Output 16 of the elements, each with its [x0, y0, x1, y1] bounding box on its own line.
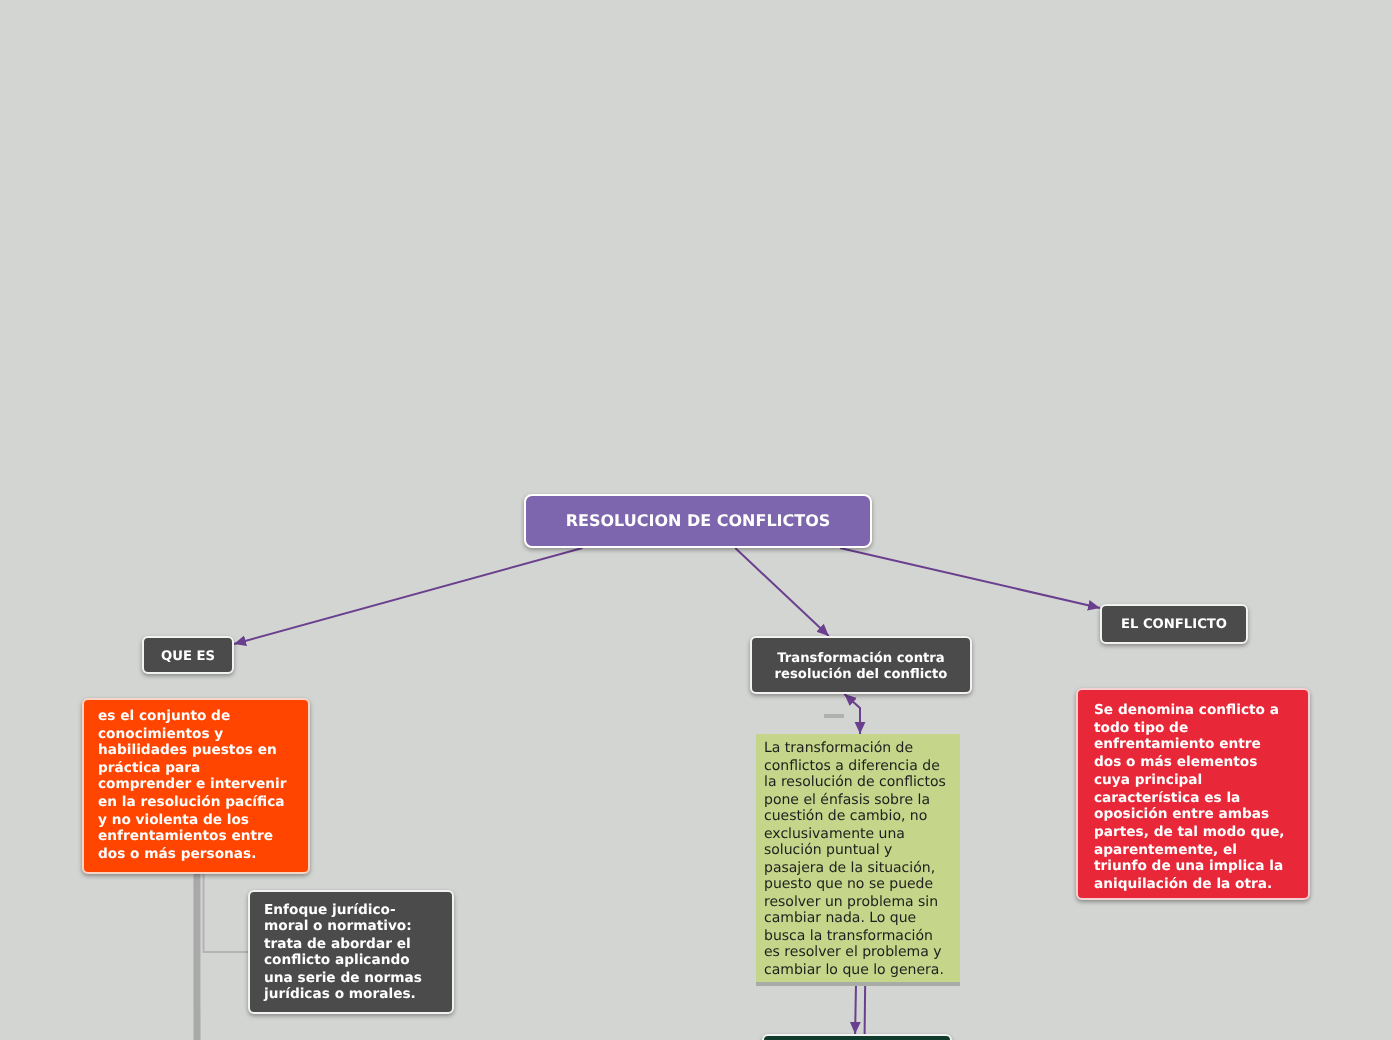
- subtopic-box: [750, 636, 972, 694]
- arrow: [843, 693, 866, 735]
- arrow: [849, 985, 861, 1035]
- arrow: [734, 547, 830, 637]
- connector-line: [202, 873, 249, 953]
- note-card: [82, 698, 310, 874]
- subtopic-box: [1100, 604, 1248, 644]
- subtopic-box: [142, 636, 234, 674]
- arrow: [233, 547, 584, 646]
- note-card: [248, 890, 454, 1014]
- topic-box: [524, 494, 872, 548]
- connector-line: [193, 874, 201, 1040]
- note-card: [1076, 688, 1310, 900]
- topic-label: RESOLUCION DE CONFLICTOS: [565, 511, 831, 531]
- connector-line: [863, 985, 867, 1035]
- arrow: [839, 547, 1101, 611]
